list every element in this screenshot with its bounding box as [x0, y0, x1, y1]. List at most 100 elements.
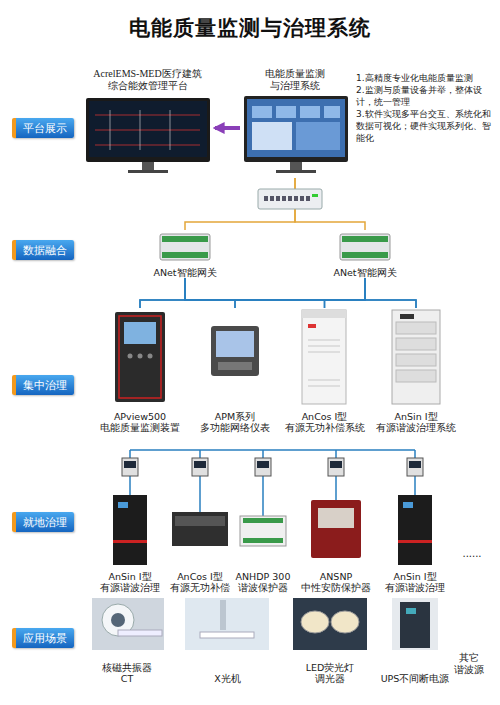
- cabinet-module: [396, 354, 436, 366]
- notes-block: 1.高精度专业化电能质量监测2.监测与质量设备并举，整体设计，统一管理3.软件实…: [356, 72, 496, 144]
- monitor-stand: [290, 162, 302, 170]
- device-stripe: [113, 540, 147, 543]
- device-caption: AcrelEMS-MED医疗建筑 综合能效管理平台: [83, 68, 213, 92]
- screen-tile: [252, 122, 292, 150]
- device-caption: APview500 电能质量监测装置: [95, 411, 185, 433]
- device-button: [128, 354, 133, 359]
- monitor-screen: [89, 101, 207, 157]
- meter-symbol: [255, 458, 271, 476]
- device-caption: AnSin Ⅰ型 有源谐波治理: [384, 571, 446, 593]
- device-caption: LED荧光灯 调光器: [300, 662, 360, 684]
- section-tag: 数据融合: [12, 240, 74, 260]
- device-node: ANet智能网关: [320, 230, 410, 278]
- device-node: 电能质量监测 与治理系统: [240, 68, 350, 178]
- section-label: 平台展示: [23, 122, 67, 135]
- device-node: AnCos Ⅰ型 有源无功补偿: [168, 493, 232, 593]
- device-trim: [119, 316, 161, 398]
- terminal-strip: [342, 236, 388, 242]
- xray-table: [200, 632, 254, 638]
- feature-note: 1.高精度专业化电能质量监测: [356, 72, 496, 84]
- meter-screen: [330, 461, 342, 468]
- screen-lines: [110, 110, 170, 150]
- gateway-body: [340, 234, 390, 260]
- device-node: APview500 电能质量监测装置: [95, 308, 185, 433]
- gateway-body: [160, 234, 210, 260]
- photo-lamp: [293, 598, 367, 650]
- device-caption: X光机: [188, 673, 268, 684]
- section-label: 数据融合: [23, 244, 67, 257]
- terminal-strip: [243, 538, 283, 543]
- meter-screen: [216, 331, 254, 357]
- connector: [140, 278, 185, 308]
- device-body: [172, 512, 228, 546]
- device-node: AnSin Ⅰ型 有源谐波治理: [95, 493, 165, 593]
- meter-screen: [257, 461, 269, 468]
- device-body: [115, 312, 165, 402]
- section-label: 应用场景: [23, 632, 67, 645]
- connector: [235, 278, 365, 308]
- device-body: [240, 516, 286, 546]
- device-node: AcrelEMS-MED医疗建筑 综合能效管理平台: [80, 68, 215, 176]
- device-button: [138, 354, 143, 359]
- screen-tile: [252, 106, 272, 118]
- meter-screen: [124, 461, 136, 468]
- connector: [140, 278, 365, 308]
- cabinet-module: [396, 338, 436, 350]
- meter-screen: [194, 461, 206, 468]
- device-node: 核磁共振器 CT: [88, 596, 166, 684]
- device-button: [148, 354, 153, 359]
- device-front: [175, 516, 225, 526]
- device-caption: AnSin Ⅰ型 有源谐波治理系统: [374, 411, 458, 433]
- meter-symbol: [328, 458, 344, 476]
- device-caption: UPS不间断电源: [370, 673, 460, 684]
- cabinet-body: [392, 310, 440, 404]
- monitor-base: [128, 170, 168, 173]
- ct-table: [118, 630, 162, 636]
- meter-body: [211, 326, 259, 376]
- lamp-head: [301, 611, 329, 633]
- device-node: AnSin Ⅰ型 有源谐波治理: [380, 493, 450, 593]
- section-tag: 就地治理: [12, 512, 74, 532]
- screen-tile: [300, 106, 320, 118]
- ups-screen: [406, 608, 416, 614]
- connector: [215, 126, 240, 130]
- device-node: LED荧光灯 调光器: [290, 596, 370, 684]
- device-body: [398, 495, 432, 565]
- device-node: X光机: [180, 596, 275, 684]
- device-caption: AnSin Ⅰ型 有源谐波治理: [99, 571, 161, 593]
- device-node: ANHDP 300 谐波保护器: [236, 493, 290, 593]
- meter-symbol: [122, 458, 138, 476]
- device-screen: [124, 322, 156, 344]
- switch-led: [312, 194, 318, 197]
- meter-keys: [218, 362, 252, 370]
- feature-note: 2.监测与质量设备并举，整体设计，统一管理: [356, 84, 496, 108]
- device-caption: AnCos Ⅰ型 有源无功补偿系统: [283, 411, 367, 433]
- screen-tile: [276, 106, 296, 118]
- screen-lines: [95, 115, 200, 145]
- connector: [325, 278, 366, 308]
- terminal-strip: [162, 252, 208, 258]
- device-screen: [118, 502, 128, 508]
- switch-ports: [264, 196, 310, 201]
- ct-bore: [111, 613, 125, 627]
- note-label: 其它 谐波源: [448, 652, 490, 676]
- device-caption: 核磁共振器 CT: [100, 662, 155, 684]
- section-tag: 应用场景: [12, 628, 74, 648]
- monitor-stand: [142, 162, 154, 170]
- device-node: AnSin Ⅰ型 有源谐波治理系统: [372, 308, 460, 433]
- monitor-bezel: [86, 98, 210, 162]
- photo-xray: [185, 598, 269, 650]
- device-caption: ANHDP 300 谐波保护器: [232, 571, 294, 593]
- photo-ups: [392, 598, 438, 650]
- device-node: ANSNP 中性安防保护器: [300, 493, 372, 593]
- cabinet-light: [308, 324, 316, 328]
- terminal-strip: [342, 252, 388, 258]
- screen-tile: [324, 106, 340, 118]
- lamp-head: [331, 611, 359, 633]
- device-stripe: [398, 540, 432, 543]
- terminal-strip: [243, 518, 283, 523]
